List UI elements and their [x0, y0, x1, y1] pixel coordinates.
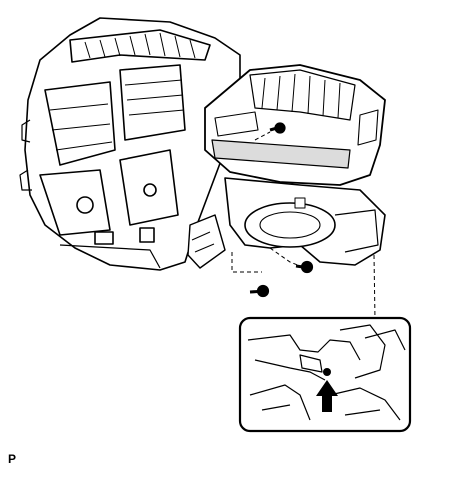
corner-label: P [8, 452, 17, 466]
inset-detail [238, 316, 412, 433]
screw-bottom [249, 284, 270, 298]
arrow-indicator [316, 380, 338, 412]
blower-unit [204, 64, 386, 186]
screw-top [269, 122, 286, 134]
screw-middle [295, 260, 314, 274]
blower-motor [187, 177, 386, 269]
heater-core-case [19, 17, 241, 271]
